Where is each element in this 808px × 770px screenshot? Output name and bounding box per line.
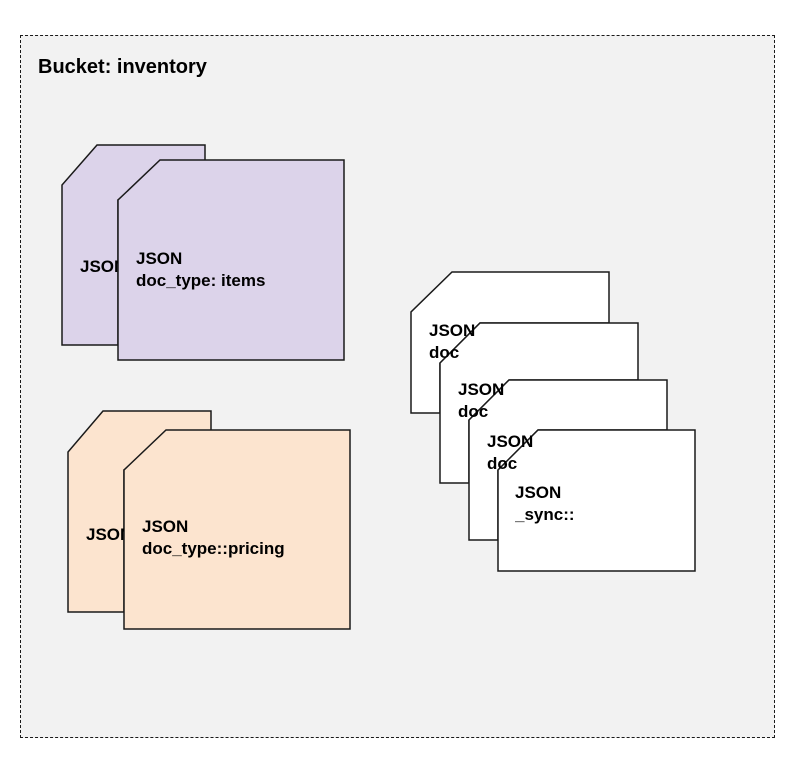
items-doc-front <box>117 159 345 361</box>
pricing-doc-front <box>123 429 351 630</box>
bucket-title: Bucket: inventory <box>38 56 207 78</box>
pricing-back-label: JSON <box>86 525 124 544</box>
items-front-label: JSON doc_type: items <box>136 249 266 290</box>
pricing-front-label: JSON doc_type::pricing <box>142 517 285 558</box>
items-back-label: JSON <box>80 257 118 276</box>
sync-doc-3-label: JSON doc <box>487 432 534 473</box>
sync-doc-2-label: JSON doc <box>458 380 505 421</box>
sync-doc-1-label: JSON doc <box>429 321 476 362</box>
sync-doc-front <box>497 429 696 572</box>
sync-front-label: JSON _sync:: <box>515 483 575 524</box>
